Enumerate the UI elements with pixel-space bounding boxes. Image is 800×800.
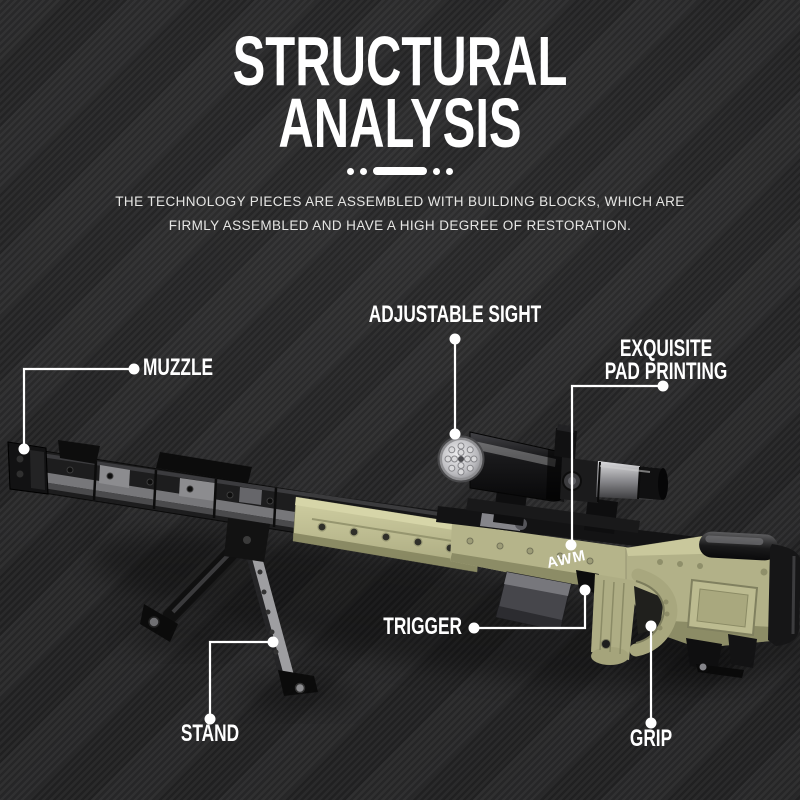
scope — [437, 424, 668, 534]
callout-dot — [449, 428, 461, 440]
title-line-1: STRUCTURAL — [232, 22, 568, 100]
divider-dot — [446, 167, 453, 175]
callout-dot — [657, 380, 669, 392]
callout-label-pad-printing-line1: EXQUISITE — [619, 335, 713, 362]
callout-label-adjustable-sight: ADJUSTABLE SIGHT — [368, 301, 542, 328]
subtitle-line-1: THE TECHNOLOGY PIECES ARE ASSEMBLED WITH… — [115, 194, 685, 209]
callout-dot — [204, 713, 216, 725]
callout-dot — [468, 622, 480, 634]
callout-label-pad-printing-line2: PAD PRINTING — [604, 358, 728, 385]
divider-dot — [433, 167, 440, 175]
callout-dot — [18, 443, 30, 455]
callout-dot — [128, 363, 140, 375]
leader-pad-printing — [570, 384, 663, 544]
leader-trigger — [474, 591, 587, 630]
callout-dot — [267, 636, 279, 648]
callout-dot — [449, 333, 461, 345]
callout-label-trigger: TRIGGER — [383, 613, 462, 640]
callout-dot — [579, 584, 591, 596]
title-line-2: ANALYSIS — [278, 84, 522, 162]
callout-label-pad-printing: EXQUISITE PAD PRINTING — [558, 335, 774, 385]
page-title: STRUCTURAL ANALYSIS — [0, 22, 800, 162]
callout-label-stand: STAND — [180, 720, 240, 747]
leader-lines — [22, 340, 663, 722]
subtitle-line-2: FIRMLY ASSEMBLED AND HAVE A HIGH DEGREE … — [168, 218, 632, 233]
leader-muzzle — [22, 367, 134, 446]
callout-dot — [645, 620, 657, 632]
divider-bar — [373, 167, 427, 175]
subtitle: THE TECHNOLOGY PIECES ARE ASSEMBLED WITH… — [0, 190, 800, 238]
divider-dot — [347, 167, 354, 175]
stock-body — [292, 496, 800, 678]
divider-ornament — [0, 166, 800, 176]
callout-label-grip: GRIP — [629, 725, 673, 752]
divider-dot — [360, 167, 367, 175]
callout-dots — [18, 333, 669, 729]
callout-dot — [565, 539, 577, 551]
callout-dot — [645, 717, 657, 729]
leader-stand — [208, 640, 272, 718]
callout-label-muzzle: MUZZLE — [143, 354, 214, 381]
